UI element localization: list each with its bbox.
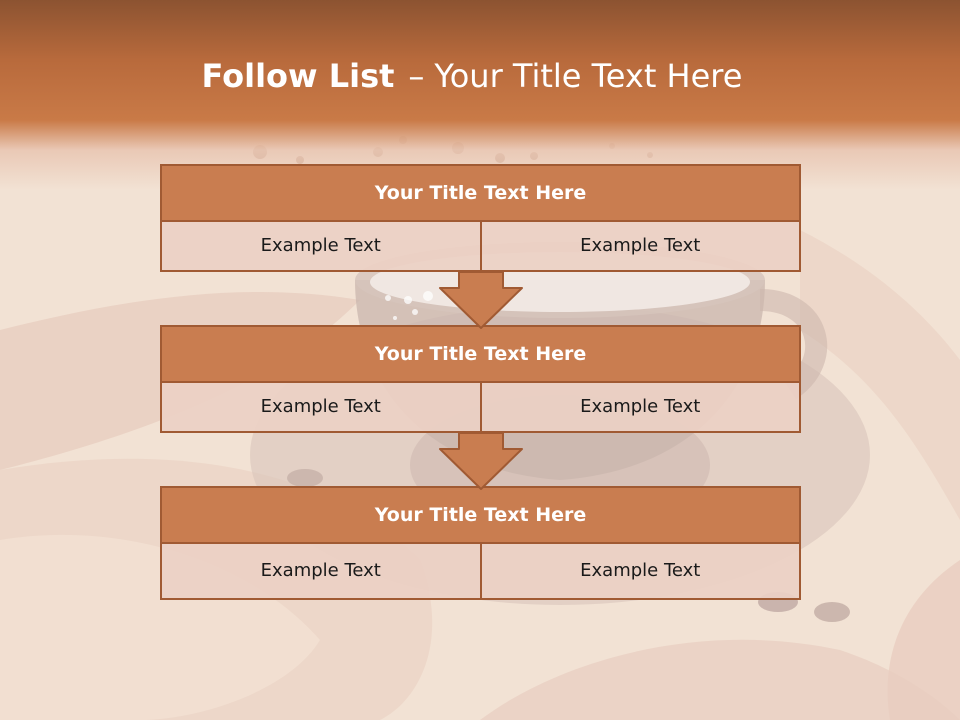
header-band xyxy=(0,0,960,190)
step-cell-right: Example Text xyxy=(479,383,800,431)
step-row: Example Text Example Text xyxy=(160,544,801,600)
down-arrow-icon xyxy=(439,432,523,490)
step-block-1: Your Title Text Here Example Text Exampl… xyxy=(160,164,801,272)
down-arrow-icon xyxy=(439,271,523,329)
step-row: Example Text Example Text xyxy=(160,222,801,272)
step-cell-left: Example Text xyxy=(260,235,381,256)
step-row: Example Text Example Text xyxy=(160,383,801,433)
step-title: Your Title Text Here xyxy=(160,164,801,222)
slide-title-bold: Follow List xyxy=(201,57,395,95)
step-block-2: Your Title Text Here Example Text Exampl… xyxy=(160,325,801,433)
slide-title-rest: Your Title Text Here xyxy=(434,57,743,95)
step-block-3: Your Title Text Here Example Text Exampl… xyxy=(160,486,801,600)
step-cell-left: Example Text xyxy=(260,560,381,581)
slide-title: Follow List–Your Title Text Here xyxy=(0,52,944,100)
step-title: Your Title Text Here xyxy=(160,486,801,544)
slide-title-dash: – xyxy=(408,57,425,95)
step-cell-right: Example Text xyxy=(479,222,800,270)
step-cell-right: Example Text xyxy=(479,544,800,598)
step-title: Your Title Text Here xyxy=(160,325,801,383)
step-cell-left: Example Text xyxy=(260,396,381,417)
